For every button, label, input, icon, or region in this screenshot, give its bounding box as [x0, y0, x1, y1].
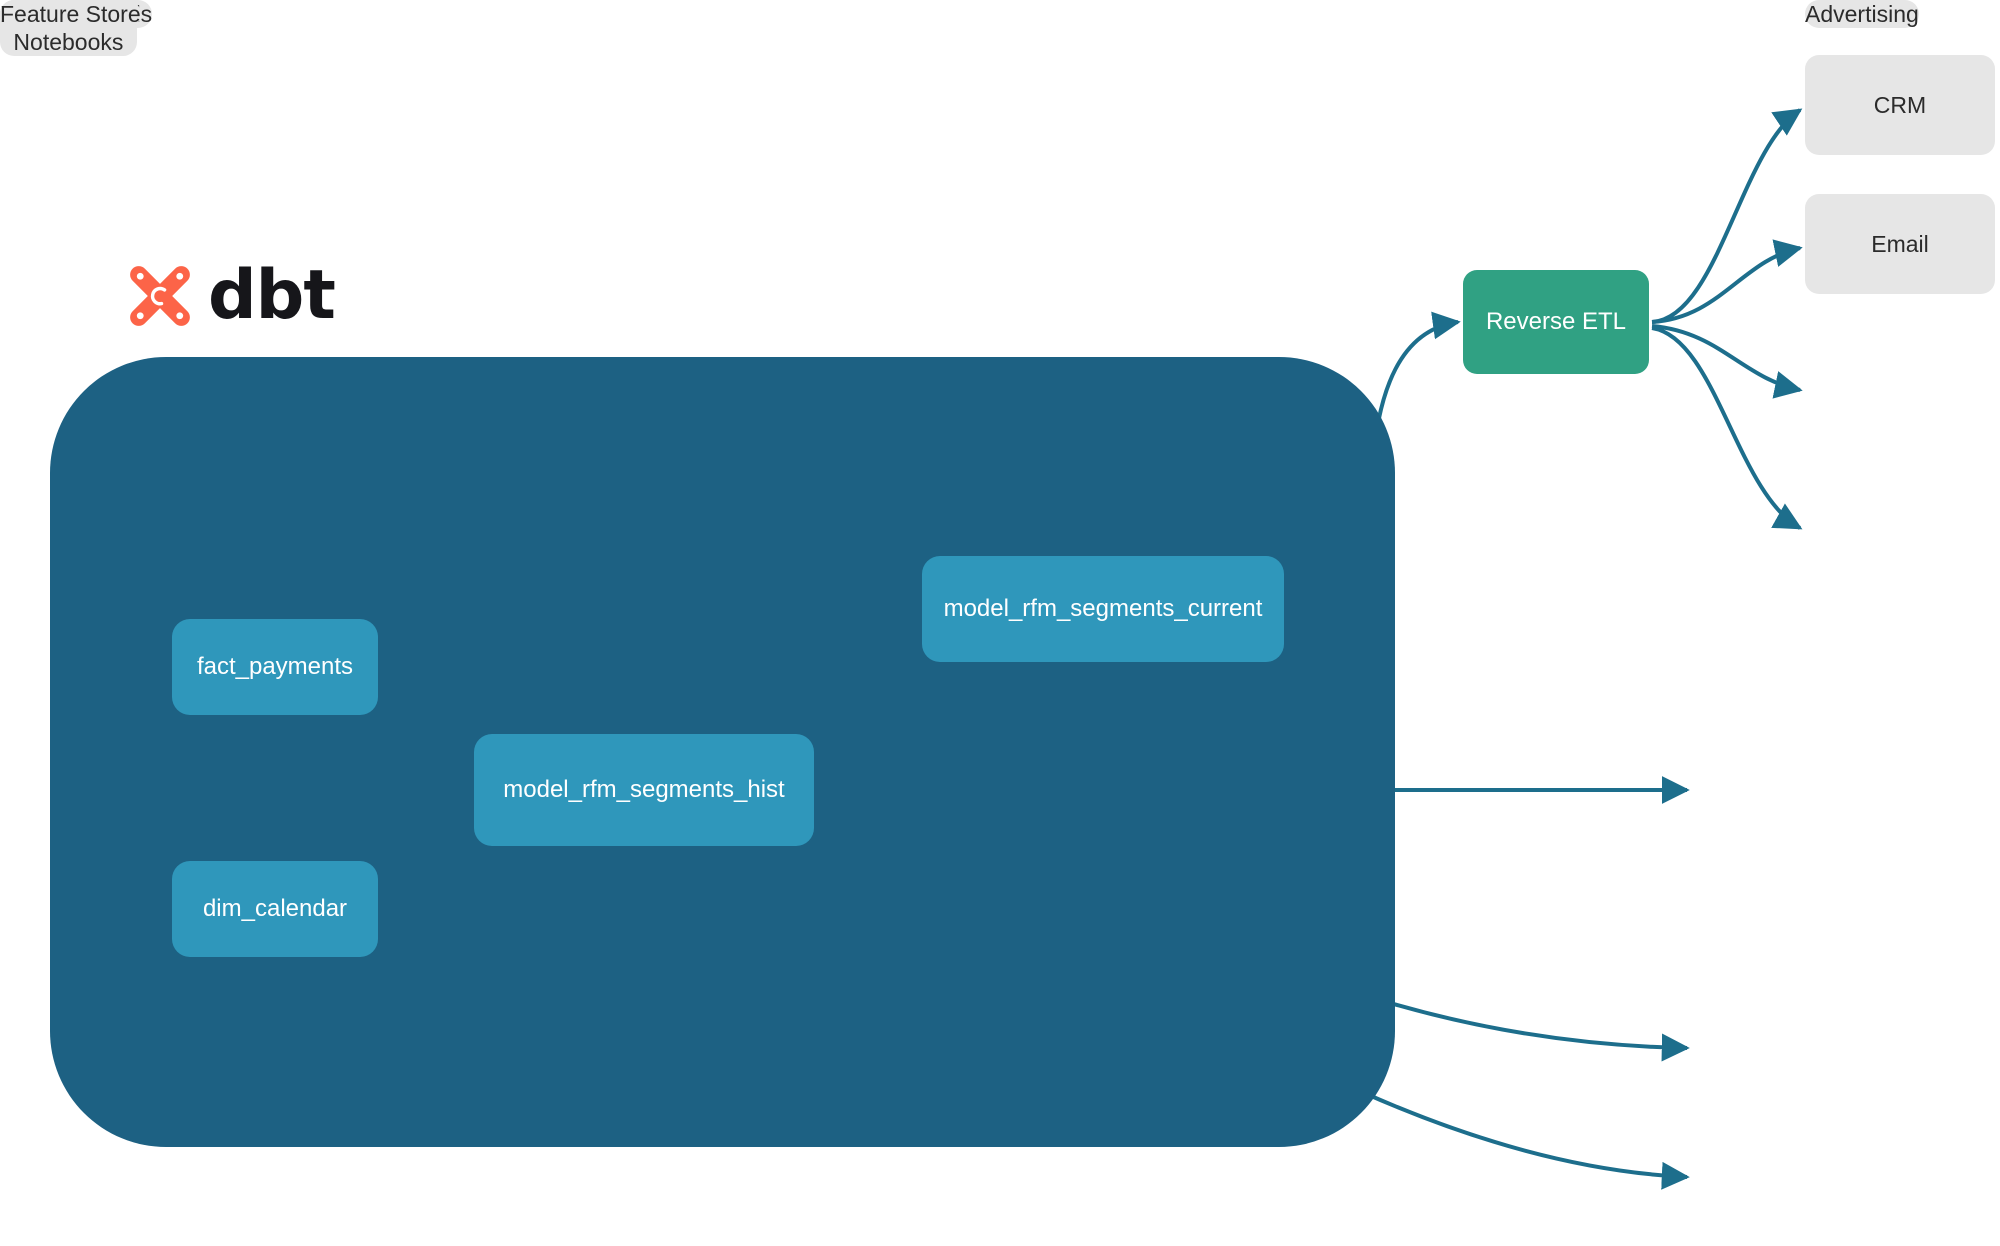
node-advertising-label: Advertising — [1805, 1, 1919, 27]
dbt-wordmark: dbt — [208, 256, 336, 335]
node-fact-payments-label: fact_payments — [196, 653, 354, 680]
dbt-logo: dbt — [122, 256, 336, 335]
node-fact-payments[interactable]: fact_payments — [172, 619, 378, 715]
edge-reverse-etl-to-sms-push — [1651, 326, 1803, 530]
node-reverse-etl-label: Reverse ETL — [1485, 308, 1627, 335]
node-feature-store-label: Feature Store — [0, 1, 141, 27]
node-email-label: Email — [1871, 230, 1929, 257]
node-advertising[interactable]: Advertising — [1805, 0, 1919, 29]
node-email[interactable]: Email — [1805, 194, 1995, 294]
node-reverse-etl[interactable]: Reverse ETL — [1463, 270, 1649, 374]
edge-reverse-etl-to-email — [1651, 239, 1803, 324]
dbt-mark-icon — [130, 266, 190, 326]
node-dim-calendar-label: dim_calendar — [202, 895, 348, 922]
node-dim-calendar[interactable]: dim_calendar — [172, 861, 378, 957]
node-model-rfm-segments-hist-label: model_rfm_segments_hist — [503, 776, 785, 803]
edge-reverse-etl-to-advertising — [1651, 324, 1803, 399]
edge-reverse-etl-to-crm — [1651, 108, 1803, 324]
node-crm[interactable]: CRM — [1805, 55, 1995, 155]
node-feature-store[interactable]: Feature Store — [0, 0, 141, 29]
node-model-rfm-segments-current[interactable]: model_rfm_segments_current — [922, 556, 1284, 662]
edge-warehouse-to-feature-store — [1361, 1090, 1690, 1190]
node-model-rfm-segments-current-label: model_rfm_segments_current — [943, 595, 1263, 622]
edge-warehouse-to-ds-notebooks — [1379, 998, 1690, 1062]
node-model-rfm-segments-hist[interactable]: model_rfm_segments_hist — [474, 734, 814, 846]
node-crm-label: CRM — [1873, 91, 1927, 118]
node-data-science-notebooks-label-line2: Notebooks — [13, 29, 124, 56]
